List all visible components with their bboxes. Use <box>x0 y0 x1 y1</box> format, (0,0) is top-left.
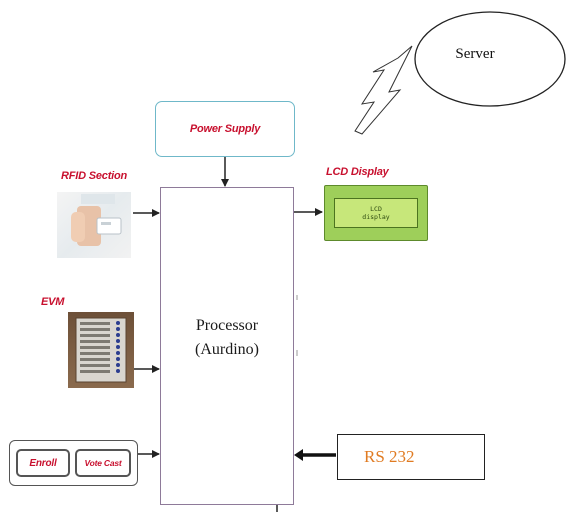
lcd-screen: LCD display <box>334 198 418 228</box>
server-label: Server <box>455 46 495 62</box>
lcd-display-label: LCD Display <box>326 166 389 178</box>
processor-text: Processor (Aurdino) <box>160 314 294 362</box>
enroll-button[interactable]: Enroll <box>16 449 70 477</box>
rs232-label: RS 232 <box>364 447 415 466</box>
server-ellipse <box>414 11 566 107</box>
rs232-arrowhead <box>294 449 303 461</box>
enroll-button-label: Enroll <box>29 457 57 469</box>
rfid-card-image <box>57 192 131 258</box>
evm-machine-image <box>68 312 134 388</box>
lcd-screen-line1: LCD <box>370 205 382 213</box>
rfid-label: RFID Section <box>61 170 128 182</box>
power-supply-label: Power Supply <box>189 123 261 135</box>
processor-label: Processor <box>195 317 259 334</box>
rs232-box: RS 232 <box>337 434 485 480</box>
wireless-link-icon <box>354 45 413 135</box>
vote-cast-button[interactable]: Vote Cast <box>75 449 131 477</box>
evm-label: EVM <box>41 296 65 308</box>
lcd-screen-line2: display <box>362 213 390 221</box>
power-supply-box: Power Supply <box>155 101 295 157</box>
vote-cast-button-label: Vote Cast <box>84 458 122 468</box>
processor-box <box>160 187 294 505</box>
keypad-panel: Enroll Vote Cast <box>9 440 138 486</box>
processor-sublabel: (Aurdino) <box>195 341 259 358</box>
